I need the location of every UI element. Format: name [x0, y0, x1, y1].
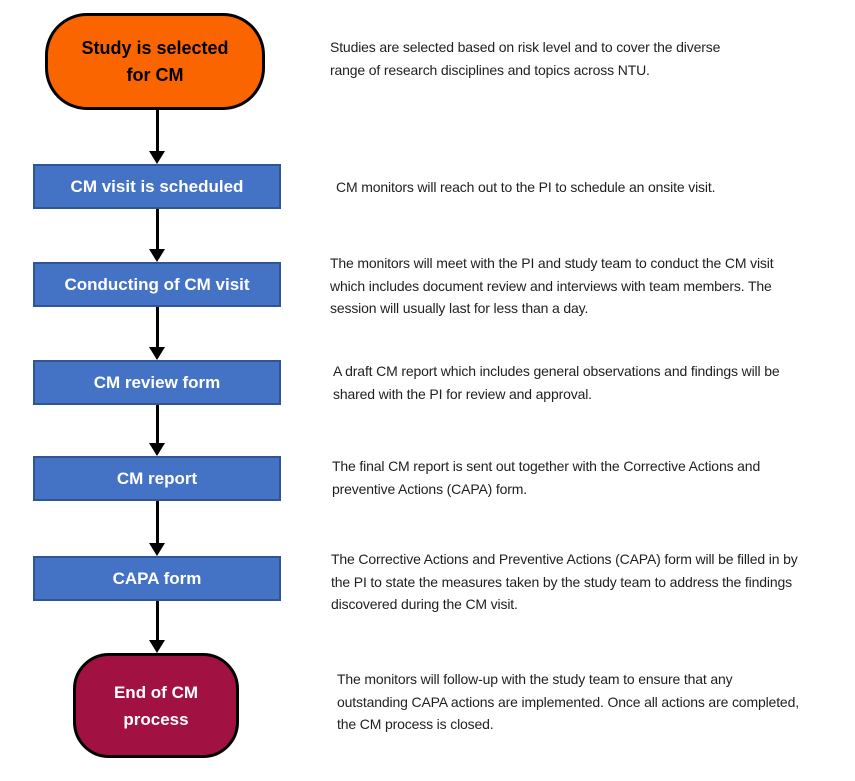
- flow-node-cm-report: CM report: [33, 456, 281, 501]
- flow-node-label: Study is selected for CM: [81, 37, 229, 85]
- flow-node-label: CM report: [116, 468, 198, 488]
- arrow-line: [155, 209, 159, 249]
- arrow-line: [155, 110, 159, 151]
- flow-node-cm-visit-scheduled: CM visit is scheduled: [33, 164, 281, 209]
- arrow-line: [155, 405, 159, 443]
- step-description-end-cm-process: The monitors will follow-up with the stu…: [337, 671, 799, 732]
- flow-arrow-3: [149, 307, 165, 360]
- flow-node-study-selected: Study is selected for CM: [45, 13, 265, 110]
- step-description-cm-visit-scheduled: CM monitors will reach out to the PI to …: [336, 179, 716, 195]
- flow-node-capa-form: CAPA form: [33, 556, 281, 601]
- arrow-down-icon: [149, 443, 165, 456]
- flow-node-cm-review-form: CM review form: [33, 360, 281, 405]
- flow-arrow-4: [149, 405, 165, 456]
- arrow-line: [155, 601, 159, 640]
- arrow-down-icon: [149, 249, 165, 262]
- flow-node-label: CM review form: [93, 372, 221, 392]
- flow-node-end-cm-process: End of CM process: [73, 653, 239, 758]
- flow-arrow-2: [149, 209, 165, 262]
- step-description-cm-report: The final CM report is sent out together…: [332, 458, 761, 497]
- arrow-down-icon: [149, 543, 165, 556]
- arrow-down-icon: [149, 151, 165, 164]
- arrow-down-icon: [149, 640, 165, 653]
- step-description-conducting-cm-visit: The monitors will meet with the PI and s…: [330, 255, 774, 316]
- flow-node-label: CM visit is scheduled: [70, 176, 244, 196]
- flow-node-label: CAPA form: [112, 568, 202, 588]
- flow-arrow-5: [149, 501, 165, 556]
- arrow-line: [155, 501, 159, 543]
- step-description-capa-form: The Corrective Actions and Preventive Ac…: [331, 551, 798, 612]
- flow-node-label: End of CM process: [113, 682, 199, 729]
- flow-arrow-6: [149, 601, 165, 653]
- flow-node-label: Conducting of CM visit: [64, 274, 250, 294]
- step-description-cm-review-form: A draft CM report which includes general…: [333, 363, 780, 402]
- flow-arrow-1: [149, 110, 165, 164]
- step-description-study-selected: Studies are selected based on risk level…: [330, 39, 721, 78]
- arrow-line: [155, 307, 159, 347]
- arrow-down-icon: [149, 347, 165, 360]
- flow-node-conducting-cm-visit: Conducting of CM visit: [33, 262, 281, 307]
